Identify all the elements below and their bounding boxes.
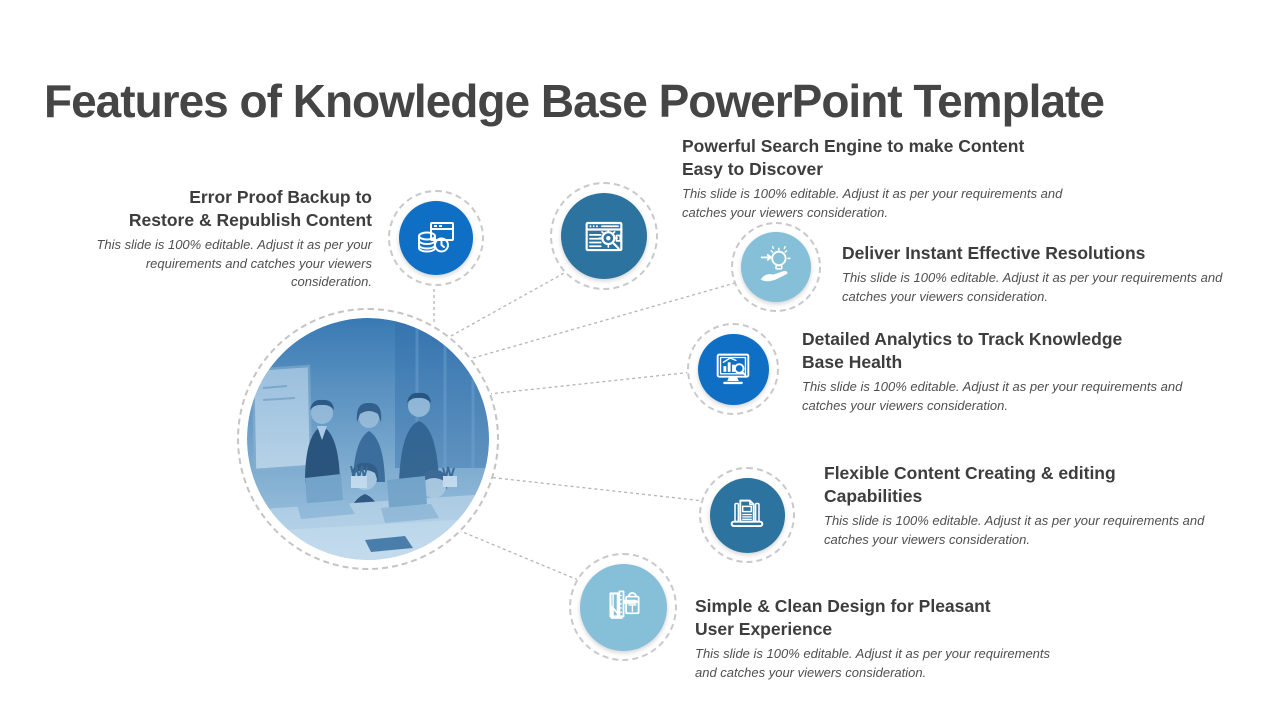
team-photo-circle bbox=[237, 308, 499, 570]
feature-disc-backup bbox=[399, 201, 473, 275]
feature-description-search: This slide is 100% editable. Adjust it a… bbox=[682, 186, 1063, 220]
feature-circle-search[interactable] bbox=[550, 182, 658, 290]
feature-block-design: Simple & Clean Design for Pleasant User … bbox=[695, 595, 1067, 682]
feature-disc-content bbox=[709, 477, 785, 553]
feature-block-resolutions: Deliver Instant Effective Resolutions Th… bbox=[842, 242, 1224, 306]
feature-circle-backup[interactable] bbox=[388, 190, 484, 286]
design-tools-icon bbox=[609, 590, 640, 619]
backup-database-icon bbox=[418, 222, 454, 253]
feature-description-analytics: This slide is 100% editable. Adjust it a… bbox=[802, 379, 1183, 413]
feature-block-backup: Error Proof Backup to Restore & Republis… bbox=[82, 186, 372, 292]
search-browser-icon bbox=[585, 221, 623, 252]
feature-title-design: Simple & Clean Design for Pleasant User … bbox=[695, 596, 991, 640]
feature-block-content: Flexible Content Creating & editing Capa… bbox=[824, 462, 1206, 549]
feature-circle-content[interactable] bbox=[699, 467, 795, 563]
feature-title-content: Flexible Content Creating & editing Capa… bbox=[824, 463, 1116, 507]
feature-circle-design[interactable] bbox=[569, 553, 677, 661]
feature-description-content: This slide is 100% editable. Adjust it a… bbox=[824, 513, 1205, 547]
feature-circle-analytics[interactable] bbox=[687, 323, 779, 415]
idea-hand-icon bbox=[760, 245, 791, 282]
feature-disc-resolutions bbox=[741, 232, 811, 302]
feature-description-resolutions: This slide is 100% editable. Adjust it a… bbox=[842, 270, 1223, 304]
feature-block-search: Powerful Search Engine to make Content E… bbox=[682, 135, 1064, 222]
document-scroll-icon bbox=[730, 499, 764, 527]
feature-block-analytics: Detailed Analytics to Track Knowledge Ba… bbox=[802, 328, 1184, 415]
team-photo bbox=[247, 318, 489, 560]
feature-description-design: This slide is 100% editable. Adjust it a… bbox=[695, 646, 1051, 680]
feature-circle-resolutions[interactable] bbox=[731, 222, 821, 312]
feature-title-search: Powerful Search Engine to make Content E… bbox=[682, 136, 1025, 180]
slide-title: Features of Knowledge Base PowerPoint Te… bbox=[44, 74, 1105, 127]
feature-description-backup: This slide is 100% editable. Adjust it a… bbox=[96, 237, 372, 290]
feature-title-resolutions: Deliver Instant Effective Resolutions bbox=[842, 243, 1146, 263]
feature-disc-search bbox=[561, 193, 647, 279]
feature-title-backup: Error Proof Backup to Restore & Republis… bbox=[128, 187, 372, 231]
feature-disc-design bbox=[579, 563, 667, 651]
feature-disc-analytics bbox=[697, 333, 769, 405]
analytics-monitor-icon bbox=[716, 353, 750, 385]
feature-title-analytics: Detailed Analytics to Track Knowledge Ba… bbox=[802, 329, 1123, 373]
